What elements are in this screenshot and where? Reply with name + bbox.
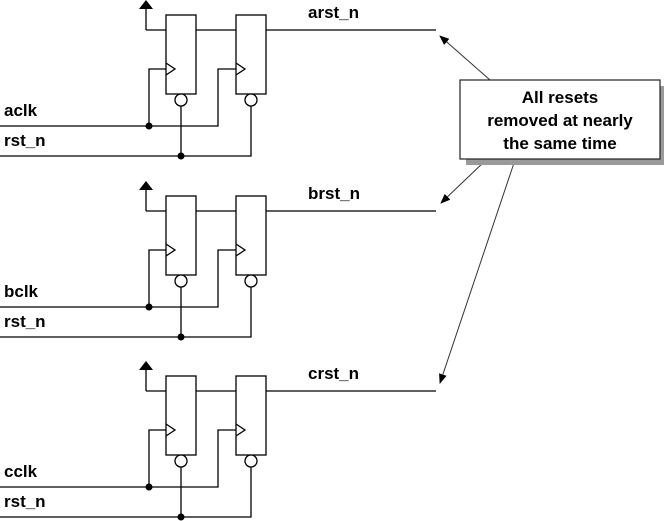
junction-dot xyxy=(177,152,185,160)
junction-dot xyxy=(145,483,153,491)
clock-wire xyxy=(0,249,236,308)
note-line-1: All resets xyxy=(522,88,599,107)
vcc-arrow-icon xyxy=(139,181,153,190)
reset-bubble-icon xyxy=(244,454,258,468)
clock-branch-wire xyxy=(148,429,166,487)
junction-dot xyxy=(145,122,153,130)
reset-wire xyxy=(0,467,252,518)
flip-flop-1 xyxy=(165,195,197,276)
junction-dot xyxy=(177,513,185,521)
callout-note: All resets removed at nearly the same ti… xyxy=(439,35,664,384)
junction-dot xyxy=(145,303,153,311)
clock-triangle-icon xyxy=(235,423,247,437)
reset-label: rst_n xyxy=(4,492,46,511)
note-line-2: removed at nearly xyxy=(487,111,633,130)
flip-flop-2 xyxy=(235,195,267,276)
clock-label: cclk xyxy=(4,462,38,481)
clock-branch-wire xyxy=(148,249,166,307)
note-line-3: the same time xyxy=(503,134,616,153)
reset-bubble-icon xyxy=(174,274,188,288)
reset-wire xyxy=(0,106,252,157)
clock-wire xyxy=(0,68,236,127)
output-label: crst_n xyxy=(308,364,359,383)
clock-label: aclk xyxy=(4,101,38,120)
clock-branch-wire xyxy=(148,68,166,126)
clock-triangle-icon xyxy=(165,243,177,257)
clock-label: bclk xyxy=(4,282,39,301)
reset-bubble-icon xyxy=(174,454,188,468)
flip-flop-2 xyxy=(235,14,267,95)
reset-wire xyxy=(0,287,252,338)
output-label: brst_n xyxy=(308,184,360,203)
flip-flop-1 xyxy=(165,14,197,95)
flip-flop-2 xyxy=(235,375,267,456)
reset-bubble-icon xyxy=(174,93,188,107)
clock-wire xyxy=(0,429,236,488)
reset-stage-b: bclk rst_n brst_n xyxy=(0,181,436,341)
output-label: arst_n xyxy=(308,3,359,22)
reset-bubble-icon xyxy=(244,274,258,288)
reset-label: rst_n xyxy=(4,131,46,150)
reset-stage-a: aclk rst_n arst_n xyxy=(0,0,436,160)
callout-arrow-c xyxy=(439,159,516,384)
clock-triangle-icon xyxy=(235,243,247,257)
clock-triangle-icon xyxy=(165,423,177,437)
callout-arrow-b xyxy=(440,159,487,204)
clock-triangle-icon xyxy=(235,62,247,76)
flip-flop-1 xyxy=(165,375,197,456)
note-box xyxy=(459,79,661,160)
reset-bubble-icon xyxy=(244,93,258,107)
callout-arrow-a xyxy=(439,35,491,81)
vcc-arrow-icon xyxy=(139,0,153,9)
clock-triangle-icon xyxy=(165,62,177,76)
junction-dot xyxy=(177,333,185,341)
reset-label: rst_n xyxy=(4,312,46,331)
reset-stage-c: cclk rst_n crst_n xyxy=(0,361,436,521)
vcc-arrow-icon xyxy=(139,361,153,370)
